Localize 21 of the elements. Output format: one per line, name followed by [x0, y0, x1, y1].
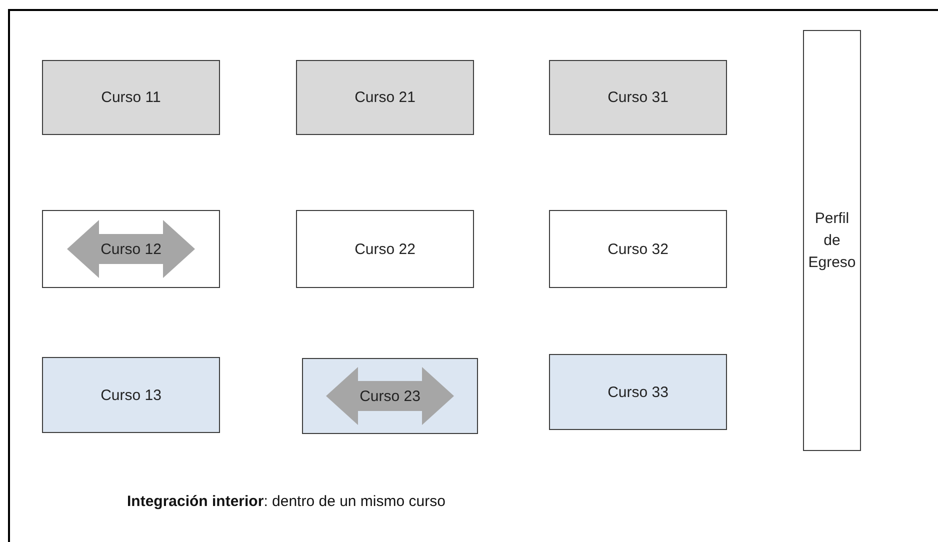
- course-box: [42, 60, 220, 135]
- course-label: Curso 31: [608, 89, 668, 106]
- course-label: Curso 13: [100, 386, 162, 404]
- note-text: Integración interior: dentro de un mismo curso: [127, 493, 446, 510]
- course-box: [549, 210, 727, 288]
- course-box: [42, 210, 220, 288]
- course-label: Curso 12: [100, 240, 162, 258]
- course-box: [42, 357, 220, 433]
- course-box: [302, 358, 478, 434]
- course-box: [296, 60, 474, 135]
- course-box: [549, 354, 727, 430]
- course-label: Curso 22: [354, 240, 416, 258]
- course-box: [549, 60, 727, 135]
- course-label: Curso 11: [101, 89, 161, 106]
- course-box: [296, 210, 474, 288]
- profile-bar: [803, 30, 861, 451]
- profile-label: Perfil de Egreso: [807, 208, 857, 272]
- course-label: Curso 23: [360, 388, 420, 404]
- course-label: Curso 33: [608, 384, 668, 400]
- course-label: Curso 32: [608, 240, 668, 258]
- course-label: Curso 21: [354, 89, 416, 106]
